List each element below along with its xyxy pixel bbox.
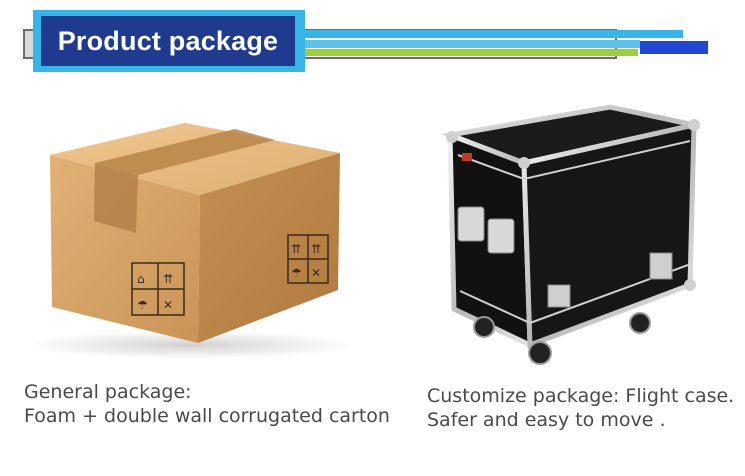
svg-text:☂: ☂ — [291, 266, 302, 280]
page-title: Product package — [57, 25, 279, 56]
general-package-caption: General package: Foam + double wall corr… — [24, 380, 390, 428]
svg-text:⇈: ⇈ — [291, 242, 301, 256]
flight-case-image — [432, 95, 732, 373]
custom-package-caption: Customize package: Flight case. Safer an… — [427, 384, 734, 432]
svg-text:⌂: ⌂ — [137, 272, 145, 286]
general-package-detail: Foam + double wall corrugated carton — [24, 405, 390, 427]
svg-text:⇈: ⇈ — [163, 272, 173, 286]
svg-text:✕: ✕ — [163, 298, 173, 312]
cardboard-box-image: ⌂ ⇈ ☂ ✕ ⇈ ⇈ ☂ ✕ — [20, 95, 355, 365]
svg-text:☂: ☂ — [137, 298, 148, 312]
header-banner: Product package — [0, 0, 745, 80]
custom-package-detail: Safer and easy to move . — [427, 409, 666, 431]
svg-text:⇈: ⇈ — [311, 242, 321, 256]
banner-stripes — [23, 10, 708, 72]
svg-text:✕: ✕ — [311, 266, 321, 280]
general-package-title: General package: — [24, 381, 192, 403]
custom-package-title: Customize package: Flight case. — [427, 385, 735, 407]
